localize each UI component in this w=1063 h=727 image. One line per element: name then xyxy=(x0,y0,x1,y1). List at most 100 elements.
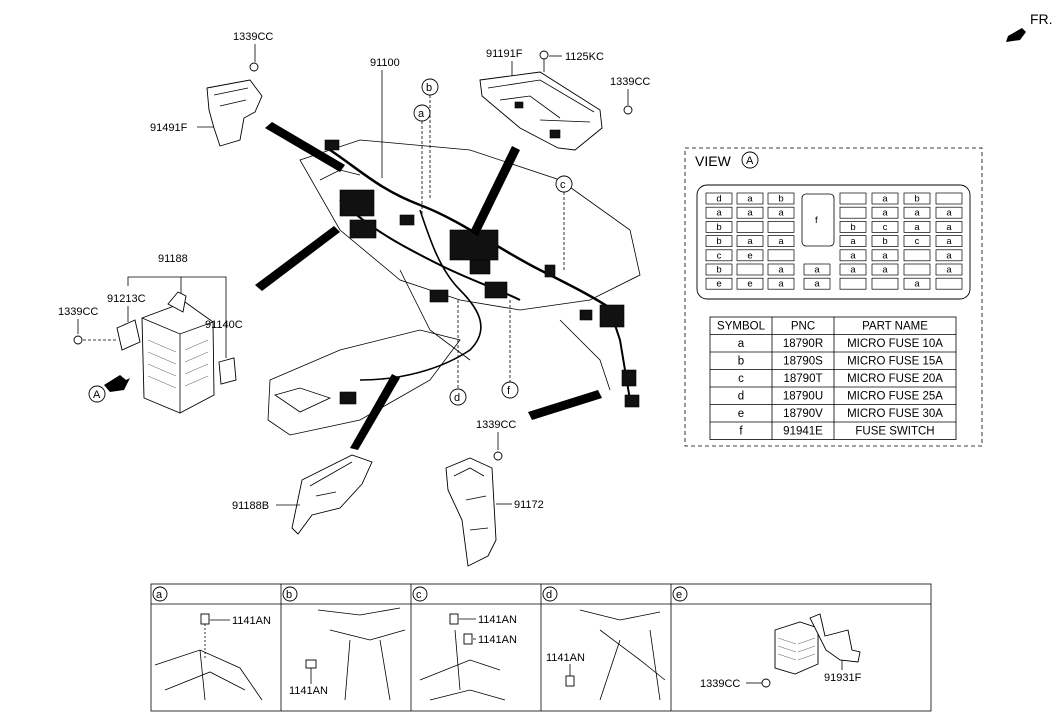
fuse-slot-label: a xyxy=(778,265,784,276)
bolt-1339cc-top xyxy=(249,62,259,72)
svg-text:f: f xyxy=(507,385,511,397)
fuse-slot xyxy=(736,206,764,219)
table-cell: b xyxy=(738,356,744,368)
detail-c-label-1: 1141AN xyxy=(478,614,517,626)
fuse-slot xyxy=(736,221,764,233)
fuse-slot xyxy=(803,277,831,290)
fuse-slot-label: e xyxy=(747,279,752,290)
table-cell: d xyxy=(738,391,744,403)
svg-text:d: d xyxy=(454,392,460,404)
bracket-91931f xyxy=(809,613,861,663)
fuse-slot-label: a xyxy=(946,208,952,219)
fuse-slot xyxy=(839,221,867,233)
fuse-block-91931f xyxy=(774,621,819,675)
fuse-slot xyxy=(736,249,764,262)
fuse-slot xyxy=(903,206,931,219)
fuse-slot-label: d xyxy=(716,194,721,205)
fuse-slot xyxy=(871,249,899,262)
label-91188: 91188 xyxy=(158,253,188,265)
fuse-slot xyxy=(871,206,899,219)
fuse-slot-label: a xyxy=(747,236,753,247)
label-91191f: 91191F xyxy=(486,48,523,60)
fuse-slot-label: a xyxy=(882,208,888,219)
detail-b: b 1141AN xyxy=(282,586,406,701)
table-header-cell: PNC xyxy=(791,321,815,333)
label-91172: 91172 xyxy=(514,499,544,511)
svg-text:a: a xyxy=(418,108,425,120)
fuse-slot xyxy=(736,277,764,290)
bracket-91172-assembly: 1339CC 91172 xyxy=(445,419,544,567)
bracket-91188-top xyxy=(167,291,187,313)
label-91491f: 91491F xyxy=(150,122,188,134)
table-header-cell: SYMBOL xyxy=(717,321,766,333)
table-frame xyxy=(709,316,957,440)
fuse-slot xyxy=(705,263,733,276)
fuse-slot xyxy=(903,235,931,247)
fuse-slot xyxy=(736,235,764,247)
table-header-cell: PART NAME xyxy=(862,321,928,333)
label-91140c: 91140C xyxy=(205,319,243,331)
table-cell: e xyxy=(738,408,744,420)
fuse-slot xyxy=(871,192,899,205)
fuse-slot xyxy=(767,249,795,262)
bracket-91191f xyxy=(479,71,603,151)
detail-d-label: 1141AN xyxy=(546,652,585,664)
label-1125kc: 1125KC xyxy=(565,51,604,63)
fuse-slot xyxy=(767,263,795,276)
fuse-slot-label: c xyxy=(717,250,722,261)
fuse-slot-label: a xyxy=(778,236,784,247)
fuse-slot xyxy=(767,206,795,219)
fuse-slot-label: a xyxy=(747,208,753,219)
fuse-slot xyxy=(736,192,764,205)
callout-a: a xyxy=(413,104,431,215)
fuse-slot xyxy=(767,277,795,290)
fuse-slot xyxy=(839,277,867,290)
label-1339cc-right: 1339CC xyxy=(610,76,650,88)
detail-b-label: 1141AN xyxy=(289,685,328,697)
fuse-slot-label: a xyxy=(850,236,856,247)
fuse-switch xyxy=(801,193,835,247)
fuse-slot xyxy=(871,277,899,290)
front-arrow-icon xyxy=(1006,28,1026,42)
fuse-slot xyxy=(935,263,963,276)
bracket-91491f-assembly: 1339CC 91491F xyxy=(150,31,273,147)
table-cell: 18790R xyxy=(783,338,823,350)
bracket-91188b xyxy=(291,454,373,535)
fuse-slot xyxy=(935,221,963,233)
fuse-slot xyxy=(767,235,795,247)
fuse-slot-label: a xyxy=(747,194,753,205)
fuse-slot-label: a xyxy=(814,279,820,290)
callout-c: c xyxy=(555,175,573,272)
fuse-slot xyxy=(705,192,733,205)
callout-f: f xyxy=(501,300,519,399)
callout-d: d xyxy=(449,300,467,406)
svg-text:a: a xyxy=(156,589,163,601)
fuse-slot xyxy=(935,192,963,205)
fuse-slot-label: a xyxy=(850,250,856,261)
fuse-slot-label: a xyxy=(914,279,920,290)
fuse-slot xyxy=(935,277,963,290)
junction-box-91188 xyxy=(141,301,215,414)
table-cell: 18790U xyxy=(783,391,823,403)
table-cell: a xyxy=(738,338,745,350)
label-1339cc-top: 1339CC xyxy=(233,31,273,43)
detail-e: e 91931F 1339CC xyxy=(672,586,862,690)
view-title: VIEW xyxy=(695,153,732,169)
fuse-box-outline xyxy=(696,184,971,300)
fuse-slot-label: a xyxy=(778,208,784,219)
fuse-slot xyxy=(705,249,733,262)
fuse-slot-label: c xyxy=(915,236,920,247)
table-cell: FUSE SWITCH xyxy=(855,426,934,438)
table-cell: MICRO FUSE 25A xyxy=(847,391,943,403)
fuse-slot-label: c xyxy=(883,222,888,233)
fuse-slot xyxy=(935,249,963,262)
svg-text:e: e xyxy=(676,589,682,601)
fuse-slot-label: b xyxy=(882,236,887,247)
table-cell: MICRO FUSE 20A xyxy=(847,373,943,385)
detail-c-label-2: 1141AN xyxy=(478,634,517,646)
fuse-slot-label: b xyxy=(716,265,721,276)
fuse-slot xyxy=(736,263,764,276)
fuse-slot xyxy=(705,277,733,290)
callout-b: b xyxy=(421,78,439,200)
